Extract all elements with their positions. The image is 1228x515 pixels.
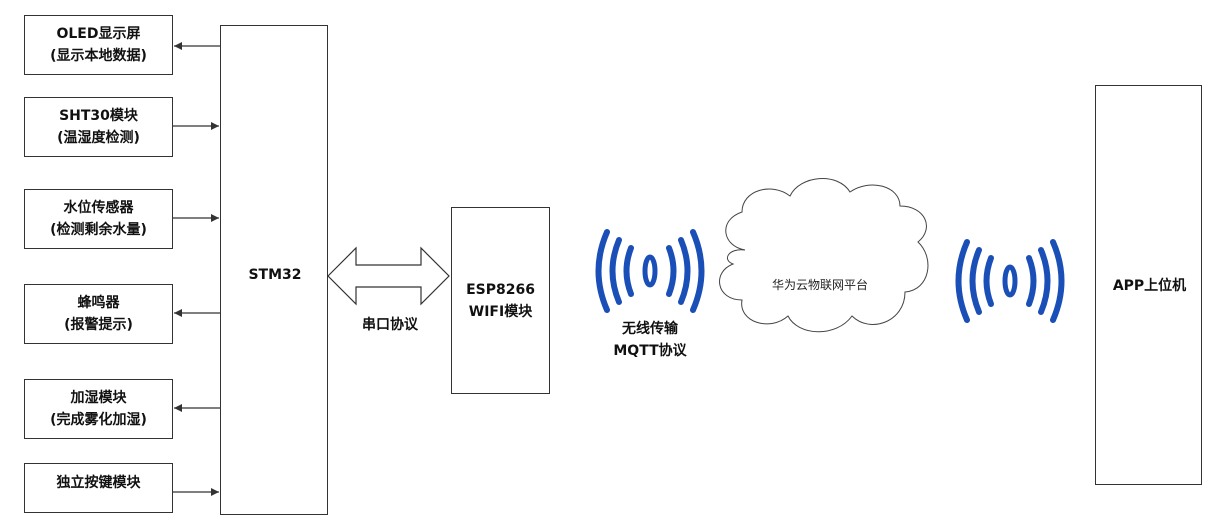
mcu-label: STM32 bbox=[248, 267, 302, 283]
serial-double-arrow bbox=[327, 246, 450, 306]
module-title: 独立按键模块 bbox=[56, 475, 141, 491]
module-description: (温湿度检测) bbox=[57, 130, 140, 146]
serial-protocol-label: 串口协议 bbox=[362, 317, 418, 333]
app-host-box: APP上位机 bbox=[1095, 85, 1202, 485]
key-module: 独立按键模块 bbox=[24, 463, 173, 513]
module-title: SHT30模块 bbox=[59, 108, 138, 124]
module-description: (显示本地数据) bbox=[50, 48, 147, 64]
wifi-signal-icon bbox=[955, 239, 1065, 323]
wireless-line1: 无线传输 bbox=[622, 321, 678, 337]
buzzer-module: 蜂鸣器 (报警提示) bbox=[24, 284, 173, 344]
app-label: APP上位机 bbox=[1112, 278, 1187, 294]
wireless-mqtt-label: 无线传输 MQTT协议 bbox=[600, 318, 700, 362]
module-title: OLED显示屏 bbox=[56, 26, 141, 42]
module-description: (报警提示) bbox=[64, 317, 133, 333]
humidifier-module: 加湿模块 (完成雾化加湿) bbox=[24, 379, 173, 439]
sht30-module: SHT30模块 (温湿度检测) bbox=[24, 97, 173, 157]
module-description: (完成雾化加湿) bbox=[50, 412, 147, 428]
oled-display-module: OLED显示屏 (显示本地数据) bbox=[24, 15, 173, 75]
stm32-mcu: STM32 bbox=[220, 25, 328, 515]
wireless-line2: MQTT协议 bbox=[613, 343, 687, 359]
system-diagram: OLED显示屏 (显示本地数据) SHT30模块 (温湿度检测) 水位传感器 (… bbox=[24, 15, 1202, 515]
module-title: 水位传感器 bbox=[63, 200, 134, 216]
module-title: 加湿模块 bbox=[70, 390, 127, 406]
module-title: 蜂鸣器 bbox=[77, 295, 120, 311]
esp-subtitle: WIFI模块 bbox=[468, 303, 533, 320]
module-description: (检测剩余水量) bbox=[50, 222, 147, 238]
esp8266-wifi-module: ESP8266 WIFI模块 bbox=[451, 207, 550, 394]
cloud-shape bbox=[719, 178, 929, 333]
esp-title: ESP8266 bbox=[466, 281, 535, 298]
cloud-platform-label: 华为云物联网平台 bbox=[772, 278, 869, 292]
wifi-signal-icon bbox=[595, 229, 705, 313]
water-level-sensor-module: 水位传感器 (检测剩余水量) bbox=[24, 189, 173, 249]
connector-layer bbox=[173, 42, 1065, 496]
